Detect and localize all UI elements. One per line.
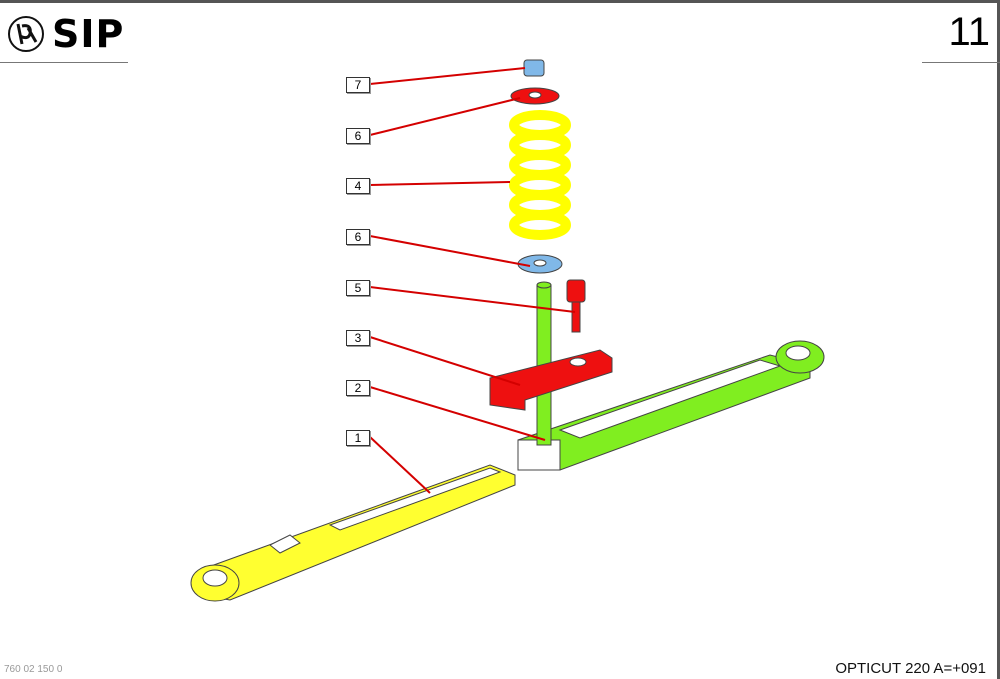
leader-1 — [369, 436, 431, 494]
part-5-bolt[interactable] — [566, 279, 586, 333]
callout-5[interactable]: 5 — [346, 280, 370, 296]
part-2-upper-arm[interactable] — [517, 340, 825, 471]
leader-4 — [369, 181, 511, 186]
part-6-lower-washer[interactable] — [517, 254, 563, 274]
leader-6-upper — [369, 97, 521, 136]
callout-4[interactable]: 4 — [346, 178, 370, 194]
sip-logo: SIP — [6, 12, 124, 56]
part-4-spring[interactable] — [509, 110, 571, 240]
leader-lines — [369, 67, 576, 494]
leader-7 — [369, 67, 526, 85]
callout-2[interactable]: 2 — [346, 380, 370, 396]
sip-emblem-icon — [8, 16, 44, 52]
callout-6-lower[interactable]: 6 — [346, 229, 370, 245]
part-6-upper-washer[interactable] — [510, 87, 560, 105]
document-code: 760 02 150 0 — [4, 664, 63, 675]
callout-7[interactable]: 7 — [346, 77, 370, 93]
callout-3[interactable]: 3 — [346, 330, 370, 346]
page-number: 11 — [948, 10, 990, 54]
leader-3 — [369, 336, 521, 386]
part-7-nut[interactable] — [523, 59, 545, 77]
part-3-bracket[interactable] — [489, 349, 613, 411]
part-1-lower-arm[interactable] — [190, 464, 516, 602]
leader-2 — [369, 386, 546, 441]
model-designation: OPTICUT 220 A=+091 — [835, 660, 986, 677]
header-rule-right — [922, 62, 1000, 63]
callout-6-upper[interactable]: 6 — [346, 128, 370, 144]
header-rule-left — [0, 62, 128, 63]
leader-5 — [369, 286, 576, 313]
leader-6-lower — [369, 235, 531, 267]
callout-1[interactable]: 1 — [346, 430, 370, 446]
brand-name: SIP — [52, 12, 125, 56]
